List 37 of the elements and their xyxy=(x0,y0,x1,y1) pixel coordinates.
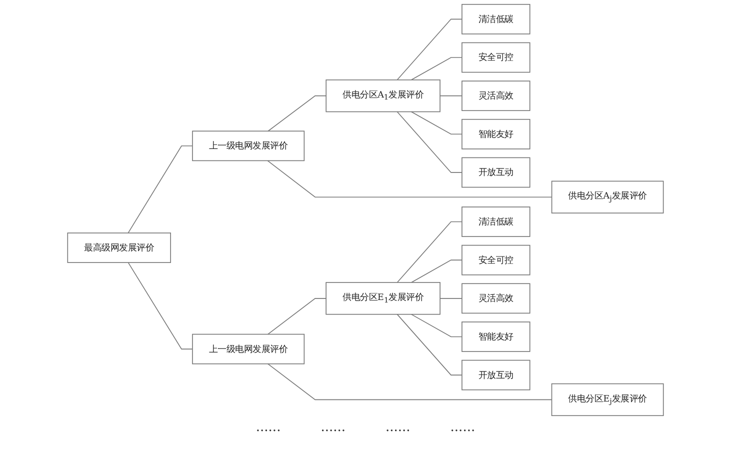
ellipsis-note: ...... xyxy=(386,420,410,435)
connector xyxy=(410,111,462,135)
node-box: 灵活高效 xyxy=(462,283,530,314)
connector xyxy=(440,95,462,96)
node-box: 安全可控 xyxy=(462,42,530,73)
node-box: 安全可控 xyxy=(462,244,530,276)
node-box: 开放互动 xyxy=(462,360,530,390)
connector xyxy=(410,260,462,283)
connector xyxy=(410,314,462,338)
connector xyxy=(396,221,462,283)
connector xyxy=(128,262,193,350)
node-box: 供电分区A$_{1}$发展评价 xyxy=(326,79,440,112)
node-box: 灵活高效 xyxy=(462,80,530,111)
ellipsis-note: ...... xyxy=(256,420,281,435)
node-box: 上一级电网发展评价 xyxy=(192,334,305,364)
ellipsis-note: ...... xyxy=(320,420,346,435)
connector xyxy=(128,145,193,234)
node-box: 最高级网发展评价 xyxy=(67,232,171,263)
ellipsis-note: ...... xyxy=(450,420,476,435)
node-box: 智能友好 xyxy=(462,322,530,352)
node-box: 智能友好 xyxy=(462,118,530,150)
node-box: 上一级电网发展评价 xyxy=(192,130,305,162)
connector xyxy=(396,314,462,376)
node-box: 供电分区E$_{1}$发展评价 xyxy=(326,282,440,315)
connector xyxy=(410,57,462,80)
node-box: 开放互动 xyxy=(462,157,530,188)
connector xyxy=(440,298,462,299)
connector xyxy=(396,18,462,80)
connector xyxy=(268,95,327,132)
connector xyxy=(267,160,552,198)
connector xyxy=(267,363,552,400)
node-box: 清洁低碳 xyxy=(462,4,530,34)
connector xyxy=(396,111,462,173)
node-box: 清洁低碳 xyxy=(462,206,530,237)
node-box: 供电分区E$_{j}$发展评价 xyxy=(551,383,664,416)
node-box: 供电分区A$_{j}$发展评价 xyxy=(551,180,664,214)
connector xyxy=(267,298,326,335)
